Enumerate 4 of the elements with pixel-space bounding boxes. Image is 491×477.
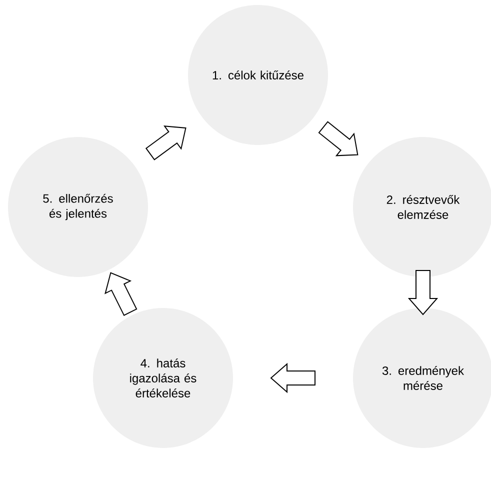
block-arrow [270, 362, 316, 394]
block-arrow [318, 121, 358, 156]
block-arrow [104, 272, 138, 316]
block-arrow [408, 270, 438, 316]
